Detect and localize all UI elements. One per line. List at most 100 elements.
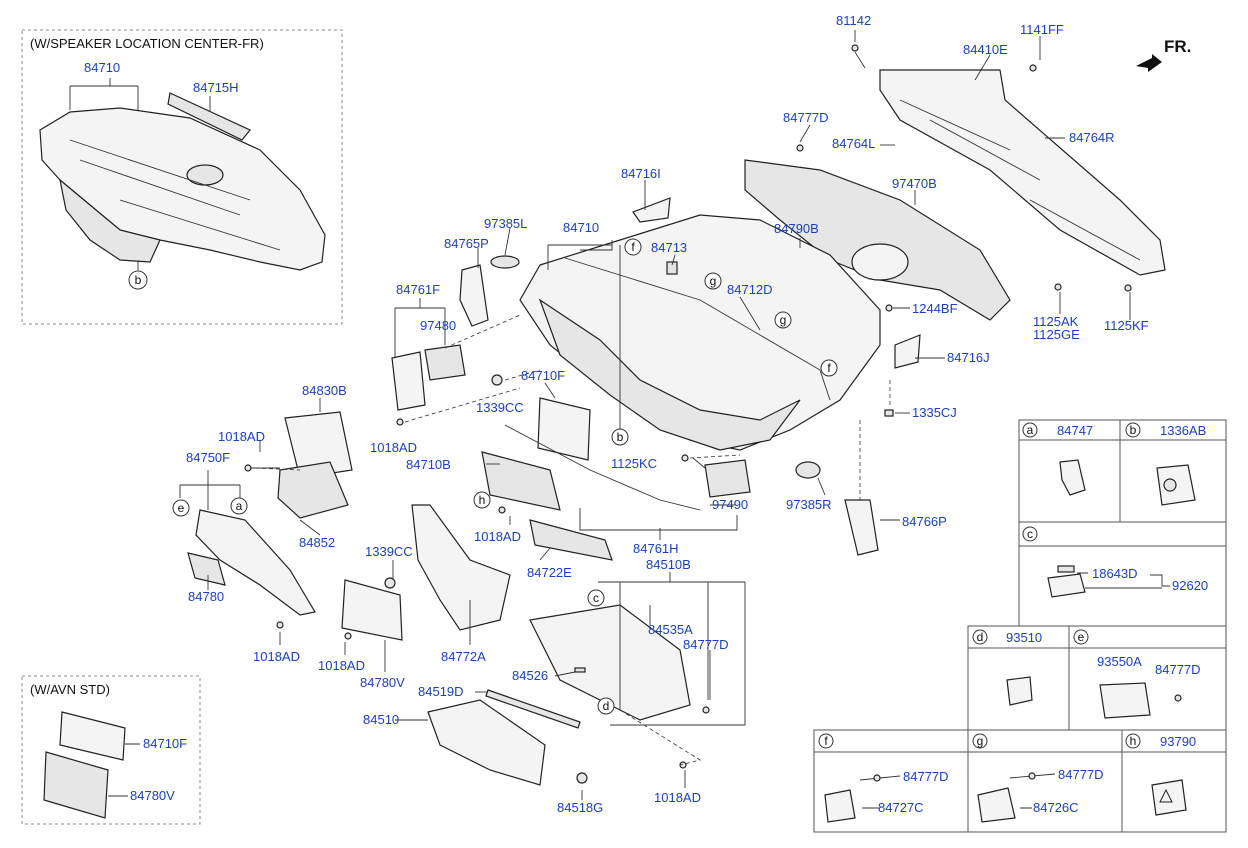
label-84765P[interactable]: 84765P (444, 236, 489, 251)
clip-84747-icon (1059, 459, 1086, 496)
svg-text:c: c (593, 591, 599, 605)
label-84780[interactable]: 84780 (188, 589, 224, 604)
legend-e-part-84777D[interactable]: 84777D (1155, 662, 1201, 677)
inset-label-84710F[interactable]: 84710F (143, 736, 187, 751)
label-84761F[interactable]: 84761F (396, 282, 440, 297)
inset-label-84715H[interactable]: 84715H (193, 80, 239, 95)
bolt-84777D-g-icon (1028, 772, 1036, 780)
part-labels: 81142 1141FF 84410E 84777D 84764L 84764R… (186, 13, 1149, 815)
label-84761H[interactable]: 84761H (633, 541, 679, 556)
label-97385R[interactable]: 97385R (786, 497, 832, 512)
legend-b-part[interactable]: 1336AB (1160, 423, 1206, 438)
label-84766P[interactable]: 84766P (902, 514, 947, 529)
bolt-84777D-icon (796, 144, 804, 152)
svg-text:g: g (780, 313, 787, 327)
label-97470B[interactable]: 97470B (892, 176, 937, 191)
label-84535A[interactable]: 84535A (648, 622, 693, 637)
label-84410E[interactable]: 84410E (963, 42, 1008, 57)
label-84790B[interactable]: 84790B (774, 221, 819, 236)
label-1125KF[interactable]: 1125KF (1104, 318, 1149, 333)
legend-a-letter: a (1027, 423, 1034, 437)
speaker-grille-right (795, 461, 821, 479)
label-1141FF[interactable]: 1141FF (1020, 22, 1064, 37)
label-1018AD-a[interactable]: 1018AD (218, 429, 265, 444)
label-1018AD-b[interactable]: 1018AD (370, 440, 417, 455)
label-84510[interactable]: 84510 (363, 712, 399, 727)
inset-avn-bezel (59, 711, 126, 761)
lower-trim-strip (504, 424, 701, 511)
label-1125AK[interactable]: 1125AK (1033, 314, 1079, 329)
lower-bracket (529, 519, 613, 561)
legend-c-part-92620[interactable]: 92620 (1172, 578, 1208, 593)
label-1244BF[interactable]: 1244BF (912, 301, 958, 316)
main-dashboard-lower (538, 298, 801, 451)
bolt-1125AK-icon (1054, 283, 1062, 291)
legend-h-letter: h (1130, 734, 1137, 748)
label-81142[interactable]: 81142 (836, 13, 871, 28)
trim-strip (564, 257, 831, 401)
legend-h-part[interactable]: 93790 (1160, 734, 1196, 749)
legend-g-part-84777D[interactable]: 84777D (1058, 767, 1104, 782)
label-97480[interactable]: 97480 (420, 318, 456, 333)
bulb-18643D-icon (1057, 565, 1075, 573)
label-84510B[interactable]: 84510B (646, 557, 691, 572)
label-1335CJ[interactable]: 1335CJ (912, 405, 957, 420)
side-cover-top (632, 197, 671, 223)
label-84526[interactable]: 84526 (512, 668, 548, 683)
duct-outlet (851, 243, 909, 281)
legend-f-part-84727C[interactable]: 84727C (878, 800, 924, 815)
legend-a-part[interactable]: 84747 (1057, 423, 1093, 438)
label-97385L[interactable]: 97385L (484, 216, 527, 231)
label-84830B[interactable]: 84830B (302, 383, 347, 398)
label-84716J[interactable]: 84716J (947, 350, 990, 365)
side-cover-right (894, 334, 921, 369)
inset-callout-b-letter: b (135, 273, 142, 287)
label-84716I[interactable]: 84716I (621, 166, 661, 181)
inset-speaker-frame (21, 29, 343, 325)
label-84710F[interactable]: 84710F (521, 368, 565, 383)
inset-label-84780V[interactable]: 84780V (130, 788, 175, 803)
legend-b-letter: b (1130, 423, 1137, 437)
legend-g-part-84726C[interactable]: 84726C (1033, 800, 1079, 815)
label-84777D-b[interactable]: 84777D (683, 637, 729, 652)
label-84852[interactable]: 84852 (299, 535, 335, 550)
svg-text:f: f (631, 240, 635, 254)
label-84722E[interactable]: 84722E (527, 565, 572, 580)
legend-c-letter: c (1027, 527, 1033, 541)
inset-dashboard-detail (69, 139, 281, 251)
label-1125KC[interactable]: 1125KC (611, 456, 657, 471)
clip-84518G-icon (576, 772, 588, 784)
switch-92620-icon (1047, 573, 1086, 598)
label-1018AD-d[interactable]: 1018AD (253, 649, 300, 664)
label-84713[interactable]: 84713 (651, 240, 687, 255)
label-1125GE[interactable]: 1125GE (1033, 327, 1080, 342)
legend-d-part[interactable]: 93510 (1006, 630, 1042, 645)
label-1339CC-b[interactable]: 1339CC (365, 544, 413, 559)
label-84772A[interactable]: 84772A (441, 649, 486, 664)
center-support-bracket (411, 504, 511, 631)
label-1018AD-c[interactable]: 1018AD (474, 529, 521, 544)
label-84710B[interactable]: 84710B (406, 457, 451, 472)
label-84519D[interactable]: 84519D (418, 684, 464, 699)
svg-text:f: f (827, 361, 831, 375)
label-84764R[interactable]: 84764R (1069, 130, 1115, 145)
legend-e-part-93550A[interactable]: 93550A (1097, 654, 1142, 669)
label-84764L[interactable]: 84764L (832, 136, 875, 151)
inset-label-84710[interactable]: 84710 (84, 60, 120, 75)
lower-panel-insert (187, 552, 226, 586)
label-84518G[interactable]: 84518G (557, 800, 603, 815)
label-1339CC-a[interactable]: 1339CC (476, 400, 524, 415)
label-84750F[interactable]: 84750F (186, 450, 230, 465)
legend-f-part-84777D[interactable]: 84777D (903, 769, 949, 784)
label-1018AD-e[interactable]: 1018AD (318, 658, 365, 673)
label-84780V[interactable]: 84780V (360, 675, 405, 690)
svg-text:h: h (479, 493, 486, 507)
label-97490[interactable]: 97490 (712, 497, 748, 512)
label-84710[interactable]: 84710 (563, 220, 599, 235)
legend-c-part-18643D[interactable]: 18643D (1092, 566, 1138, 581)
label-1018AD-f[interactable]: 1018AD (654, 790, 701, 805)
label-84777D-a[interactable]: 84777D (783, 110, 829, 125)
bracket-84726C-icon (977, 787, 1016, 823)
front-label: FR. (1164, 37, 1191, 56)
label-84712D[interactable]: 84712D (727, 282, 773, 297)
